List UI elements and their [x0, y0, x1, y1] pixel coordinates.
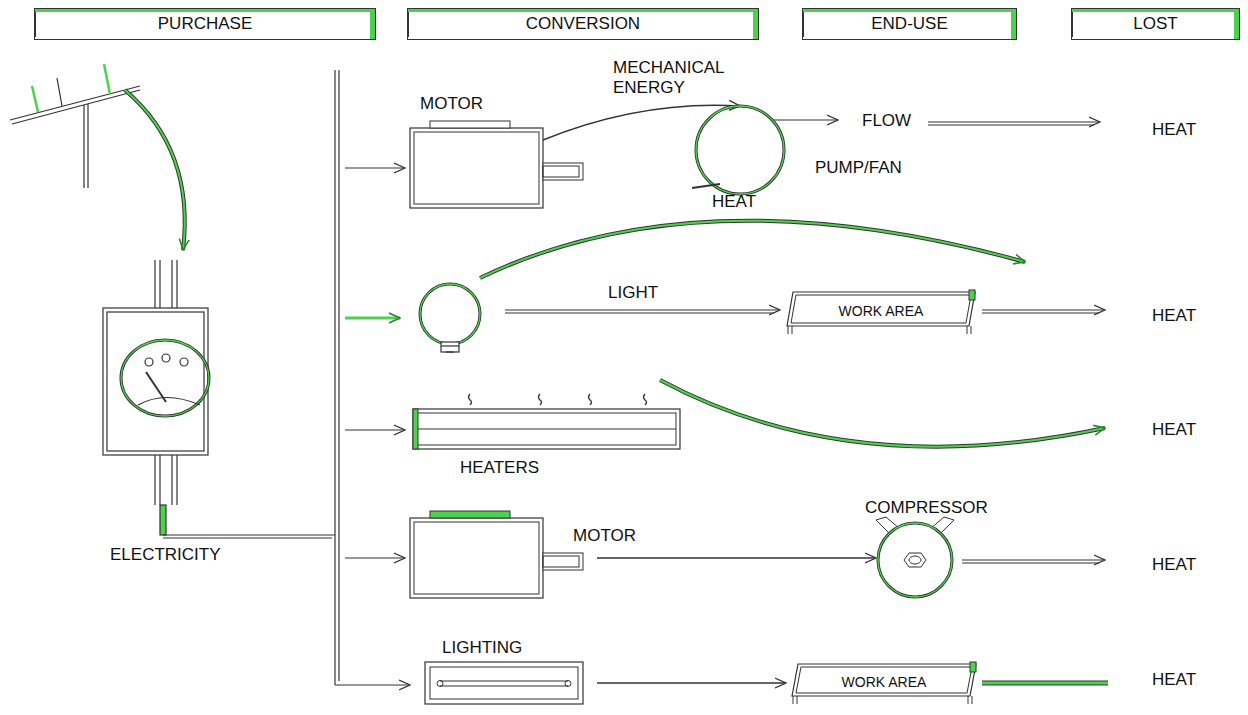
heater-bar: HEATERS: [410, 390, 685, 485]
node-label: LIGHTING: [442, 638, 522, 658]
connector-label: MECHANICAL ENERGY: [613, 58, 748, 98]
node-label: COMPRESSOR: [865, 498, 988, 518]
flow-label: HEAT: [1152, 120, 1196, 140]
motor-symbol: MOTOR: [405, 92, 587, 212]
connector-anchor: [410, 128, 543, 208]
connector-anchor: [410, 518, 583, 598]
work-area-surface: WORK AREA: [783, 288, 979, 334]
column-header: PURCHASE: [34, 8, 376, 40]
node-label: PUMP/FAN: [815, 158, 902, 178]
flow-label: LIGHT: [608, 283, 658, 303]
node-label: MOTOR: [573, 526, 636, 546]
electric-meter: [103, 260, 335, 538]
connector-anchor: [878, 523, 952, 597]
flow-label: HEAT: [1152, 306, 1196, 326]
connector-anchor: [413, 409, 680, 449]
motor-symbol: MOTOR: [405, 512, 655, 604]
flow-label: ELECTRICITY: [110, 545, 221, 565]
node-label: WORK AREA: [842, 672, 927, 692]
flow-label: HEAT: [1152, 670, 1196, 690]
node-label: MOTOR: [420, 94, 483, 114]
light-bulb: [420, 284, 480, 352]
connector-anchor: [696, 106, 784, 194]
supply-bus: [335, 70, 410, 685]
compressor-symbol: COMPRESSOR: [862, 498, 1017, 603]
node-label: WORK AREA: [839, 301, 924, 321]
node-label: END-USE: [871, 14, 948, 34]
energy-arrows: [480, 120, 1108, 683]
flow-label: HEAT: [1152, 555, 1196, 575]
energy-connector: [543, 105, 740, 140]
energy-connector: [597, 682, 786, 683]
lighting-fixture: LIGHTING: [420, 636, 590, 708]
node-label: LOST: [1133, 14, 1177, 34]
flow-label: FLOW: [862, 111, 911, 131]
flow-label: HEAT: [712, 192, 756, 212]
connector-anchor: [425, 662, 583, 704]
energy-connector: [597, 557, 876, 558]
column-header: LOST: [1071, 8, 1240, 40]
power-pole: [10, 64, 140, 188]
supply-arc: [125, 90, 185, 250]
flow-label: HEAT: [1152, 420, 1196, 440]
node-label: CONVERSION: [526, 14, 640, 34]
column-header: END-USE: [802, 8, 1017, 40]
motor-symbol-outline: [405, 512, 655, 604]
heater-bar-outline: [410, 390, 685, 485]
work-area-surface: WORK AREA: [788, 660, 980, 704]
column-header: CONVERSION: [407, 8, 759, 40]
node-label: HEATERS: [460, 458, 539, 478]
node-label: PURCHASE: [158, 14, 252, 34]
